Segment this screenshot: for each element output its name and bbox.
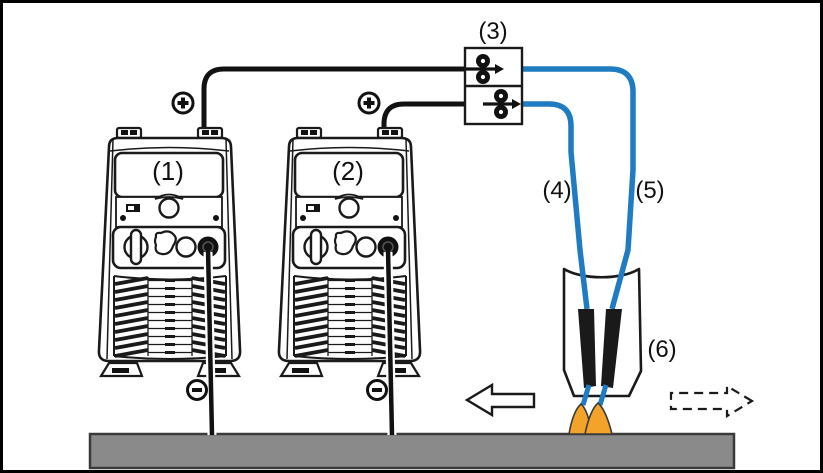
- label-machine-2: (2): [332, 156, 364, 186]
- travel-direction-arrow-left: [464, 382, 536, 418]
- ground-cable-1: [205, 248, 215, 436]
- hosepack-5: [519, 66, 636, 310]
- feed-rollers-top-icon: [466, 54, 504, 84]
- label-machine-1: (1): [152, 156, 184, 186]
- label-hose-left: (4): [542, 177, 571, 204]
- arc-flame-right: [584, 401, 614, 435]
- hosepack-4: [519, 101, 590, 310]
- minus-terminal-1-icon: [186, 379, 208, 401]
- alternate-direction-arrow-right-dashed: [669, 384, 755, 418]
- minus-terminal-2-icon: [366, 379, 388, 401]
- power-cable-1: [201, 66, 470, 140]
- wire-stub-left: [580, 384, 592, 406]
- label-hose-right: (5): [635, 177, 664, 204]
- plus-terminal-1-icon: [171, 91, 195, 115]
- power-cable-2: [381, 101, 470, 140]
- workpiece: [88, 432, 736, 470]
- contact-tip-left: [578, 309, 596, 388]
- contact-tip-right: [601, 309, 622, 388]
- label-torch: (6): [647, 336, 676, 363]
- plus-terminal-2-icon: [357, 91, 381, 115]
- feed-rollers-bottom-icon: [483, 89, 521, 119]
- ground-cable-2: [385, 248, 395, 436]
- wire-stub-right: [597, 384, 609, 406]
- label-feeder: (3): [478, 18, 507, 45]
- wire-feeder: [463, 46, 524, 126]
